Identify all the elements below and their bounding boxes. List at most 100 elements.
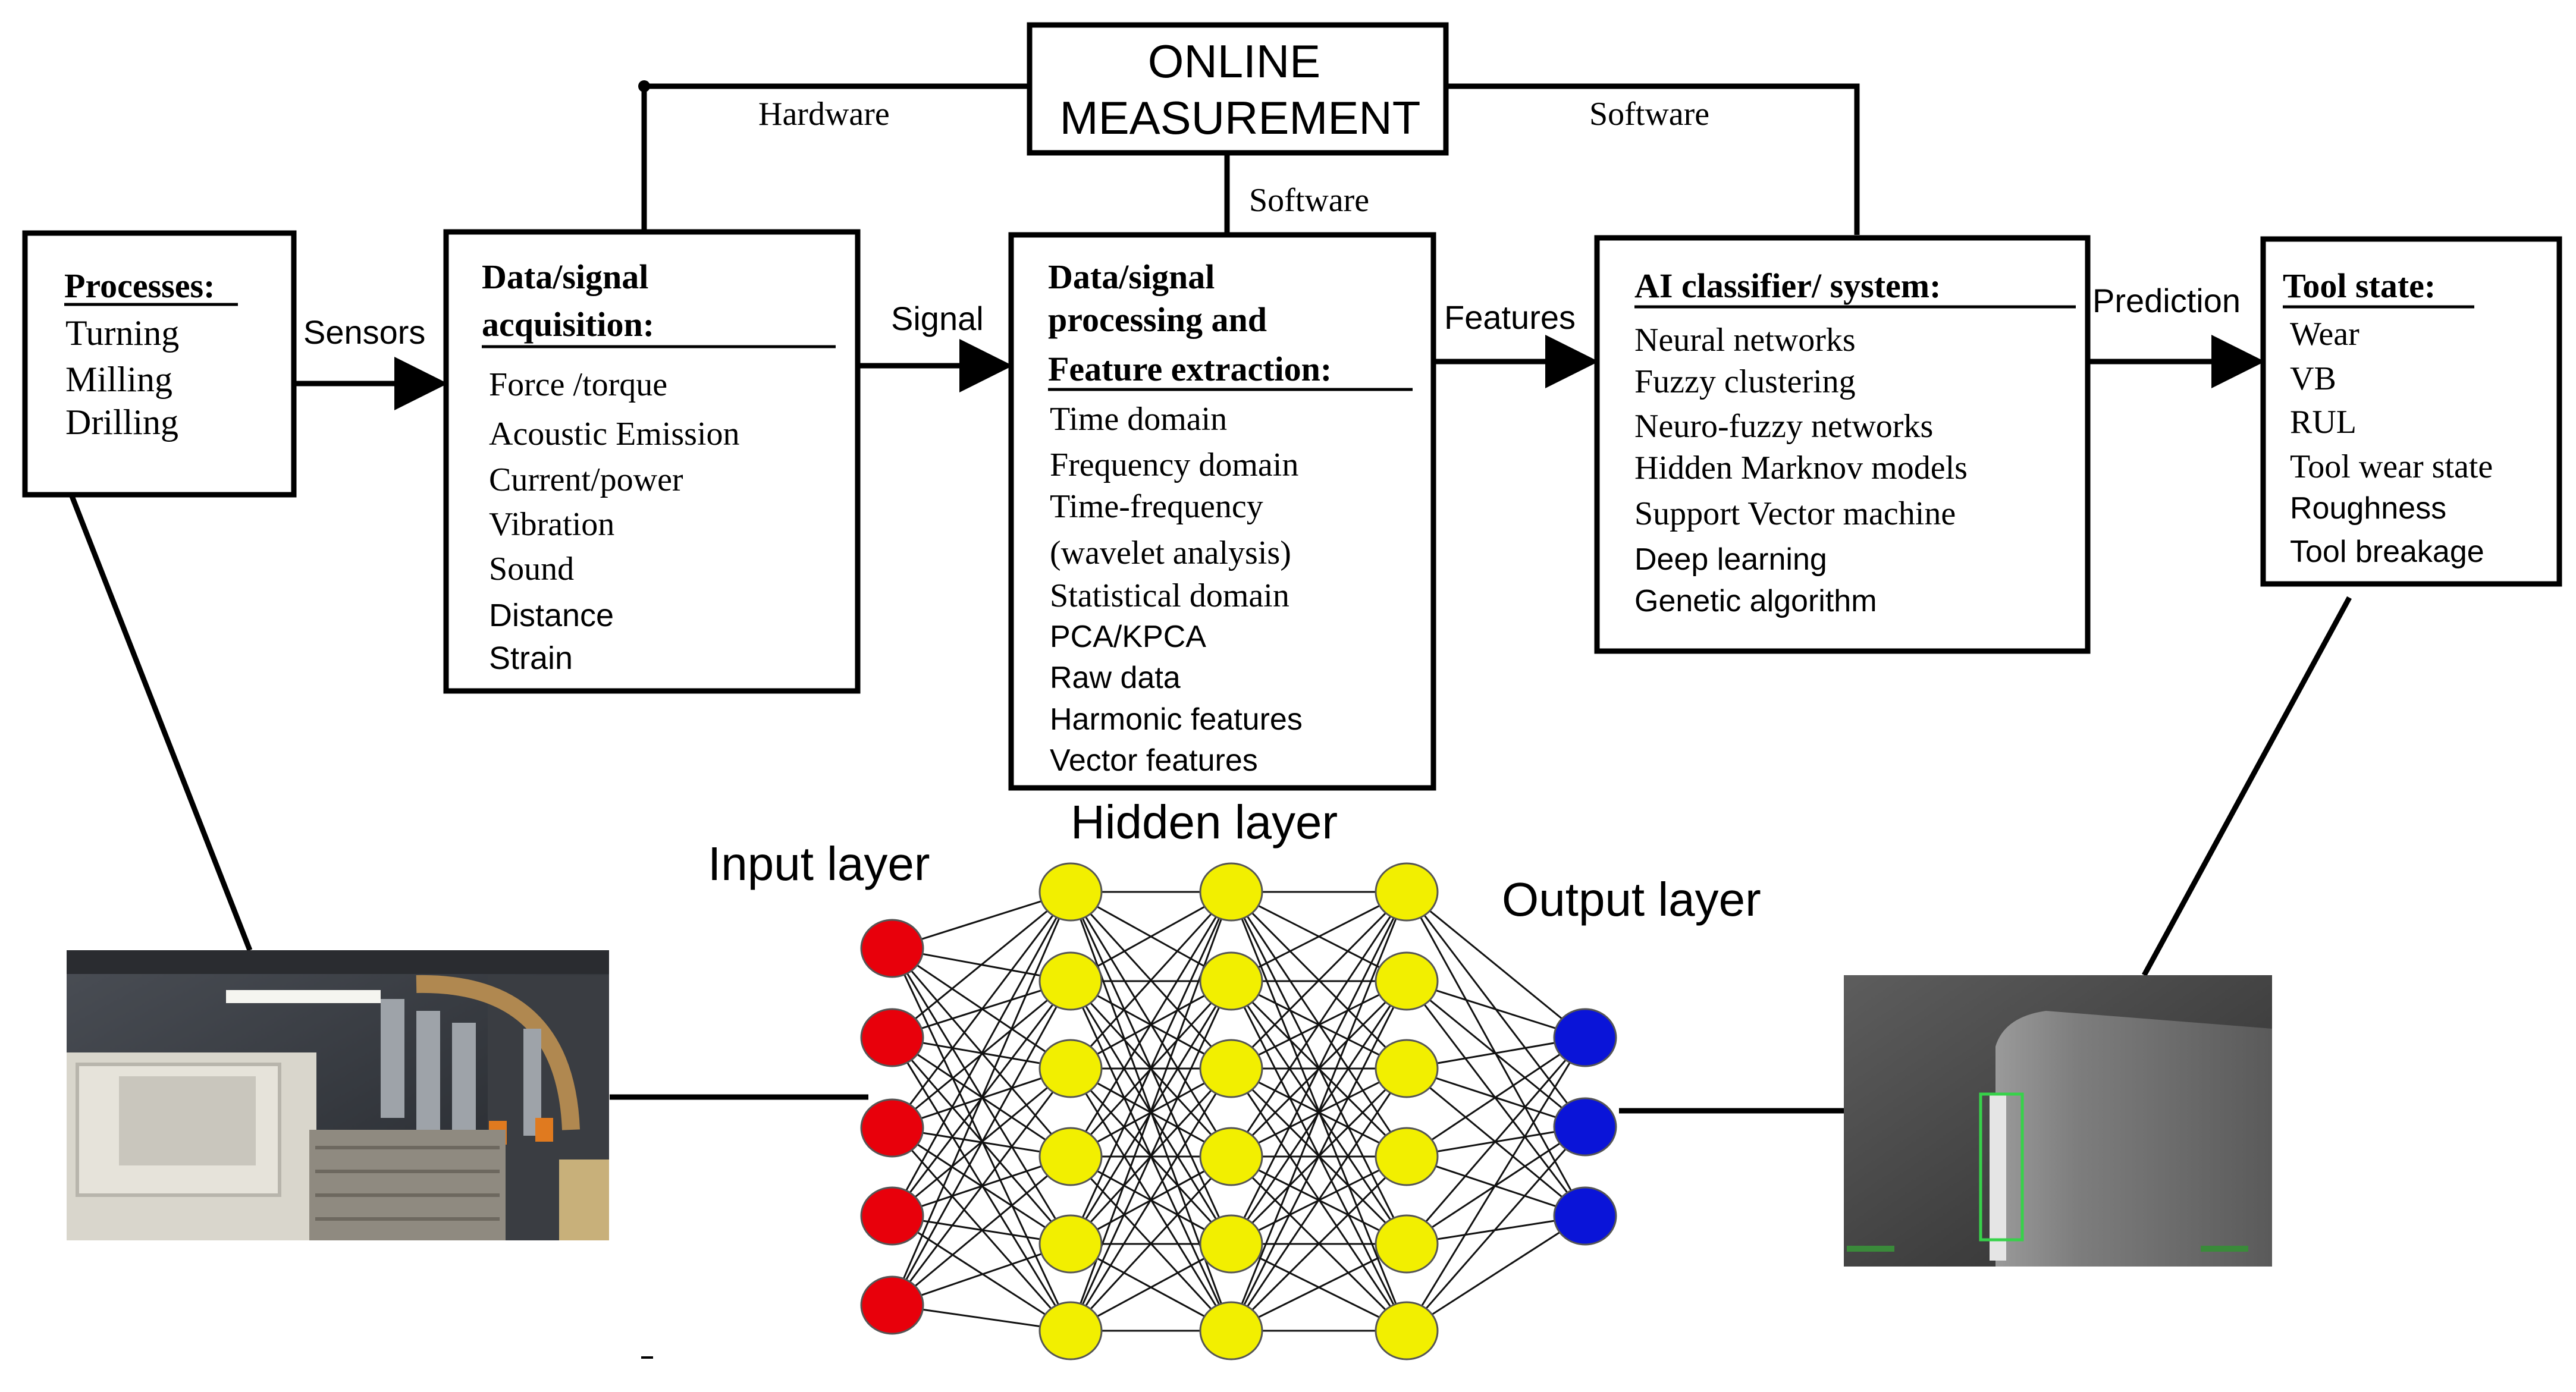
- classifier-item: Genetic algorithm: [1634, 584, 1877, 618]
- classifier-item: Neural networks: [1634, 322, 1856, 359]
- hidden-layer-label: Hidden layer: [1071, 796, 1338, 849]
- network-edge: [1406, 1036, 1586, 1158]
- processing-item: PCA/KPCA: [1050, 620, 1206, 654]
- software-label-right: Software: [1589, 96, 1709, 133]
- hardware-label: Hardware: [758, 96, 890, 133]
- processing-item: Time domain: [1050, 401, 1227, 438]
- acquisition-box: Data/signal acquisition: Force /torque A…: [443, 229, 861, 694]
- hidden-node: [1199, 1039, 1263, 1098]
- acquisition-item: Vibration: [489, 506, 614, 543]
- tool-photo: [1844, 975, 2272, 1267]
- hidden-node: [1199, 1214, 1263, 1274]
- classifier-box: AI classifier/ system: Neural networks F…: [1594, 235, 2091, 654]
- process-item: Drilling: [65, 403, 178, 442]
- tool-state-item: RUL: [2290, 404, 2357, 441]
- input-node: [860, 1275, 924, 1335]
- hidden-node: [1038, 1127, 1103, 1186]
- output-node: [1553, 1097, 1617, 1157]
- output-layer-label: Output layer: [1502, 873, 1761, 926]
- signal-label: Signal: [891, 300, 984, 337]
- hidden-node: [1199, 862, 1263, 922]
- network-edge: [1230, 981, 1408, 1331]
- network-edge: [1230, 891, 1408, 1070]
- tool-state-item: Tool breakage: [2290, 535, 2484, 569]
- classifier-item: Fuzzy clustering: [1634, 363, 1856, 400]
- hardware-junction-dot: [638, 80, 650, 92]
- processing-box: Data/signal processing and Feature extra…: [1008, 232, 1436, 791]
- processes-box: Processes: Turning Milling Drilling: [22, 230, 297, 498]
- hidden-node: [1375, 1301, 1439, 1360]
- processing-item: Time-frequency: [1050, 488, 1263, 525]
- network-edge: [1230, 1155, 1408, 1332]
- network-edge: [1406, 1215, 1586, 1332]
- tool-state-box: Tool state: Wear VB RUL Tool wear state …: [2260, 236, 2562, 587]
- network-edge: [1405, 1037, 1586, 1245]
- processing-title-line1: Data/signal: [1048, 257, 1215, 296]
- classifier-title: AI classifier/ system:: [1634, 266, 1941, 305]
- online-measurement-title-line1: ONLINE: [1148, 35, 1320, 87]
- machine-photo: [67, 950, 609, 1240]
- input-node: [860, 1186, 924, 1246]
- tool-state-item: Tool wear state: [2290, 448, 2493, 485]
- network-edge: [1405, 1126, 1586, 1331]
- network-edge: [891, 891, 1072, 1129]
- hidden-node: [1375, 1127, 1439, 1186]
- hidden-node: [1038, 1039, 1103, 1098]
- processing-title-line3: Feature extraction:: [1048, 350, 1332, 388]
- classifier-item: Neuro-fuzzy networks: [1634, 408, 1933, 445]
- network-edge: [1231, 891, 1407, 982]
- processing-item: (wavelet analysis): [1050, 535, 1291, 571]
- hidden-node: [1199, 1127, 1263, 1186]
- hidden-node: [1038, 1214, 1103, 1274]
- network-edge: [1069, 981, 1232, 1331]
- features-label: Features: [1444, 298, 1576, 336]
- acquisition-item: Sound: [489, 551, 574, 587]
- input-node: [860, 919, 924, 978]
- online-measurement-box: ONLINE MEASUREMENT: [1027, 22, 1449, 156]
- network-edge: [1069, 1068, 1232, 1331]
- processing-item: Statistical domain: [1050, 577, 1289, 614]
- output-node: [1553, 1186, 1617, 1246]
- hidden-node: [1199, 1301, 1263, 1360]
- processing-title-line2: processing and: [1048, 300, 1267, 339]
- acquisition-item: Distance: [489, 598, 614, 633]
- processing-item: Harmonic features: [1050, 702, 1303, 737]
- online-measurement-title-line2: MEASUREMENT: [1060, 92, 1421, 144]
- acquisition-item: Force /torque: [489, 366, 667, 403]
- process-item: Milling: [65, 360, 172, 399]
- network-edge: [1231, 1243, 1407, 1332]
- processing-item: Vector features: [1050, 743, 1258, 778]
- software-label-center: Software: [1249, 182, 1369, 219]
- network-edge: [891, 981, 1072, 1306]
- network-edge: [891, 1037, 1072, 1245]
- network-edge: [892, 891, 1071, 1039]
- network-edge: [1405, 1037, 1586, 1331]
- processes-title: Processes:: [64, 266, 215, 305]
- hidden-node: [1375, 1039, 1439, 1098]
- classifier-item: Hidden Marknov models: [1634, 450, 1968, 486]
- hidden-node: [1375, 1214, 1439, 1274]
- network-edge: [1406, 891, 1586, 1039]
- processing-item: Frequency domain: [1050, 447, 1298, 483]
- acquisition-item: Acoustic Emission: [489, 416, 740, 453]
- input-layer-label: Input layer: [708, 837, 930, 890]
- network-edge: [1230, 891, 1408, 1331]
- sensors-label: Sensors: [303, 313, 425, 351]
- tool-state-item: Roughness: [2290, 491, 2446, 526]
- network-edge: [891, 1037, 1072, 1331]
- network-edge: [1069, 891, 1232, 1245]
- network-edge: [1069, 891, 1232, 1070]
- tool-state-item: Wear: [2290, 316, 2359, 353]
- network-edge: [1230, 891, 1408, 1245]
- classifier-item: Support Vector machine: [1634, 495, 1956, 532]
- hidden-node: [1038, 951, 1103, 1011]
- photo-connectors: [68, 494, 2352, 1114]
- network-edge: [1069, 891, 1232, 1157]
- hidden-node: [1375, 862, 1439, 922]
- processing-item: Raw data: [1050, 661, 1181, 695]
- prediction-label: Prediction: [2092, 282, 2241, 319]
- hidden-node: [1199, 951, 1263, 1011]
- network-edge: [891, 891, 1072, 1306]
- acquisition-item: Current/power: [489, 461, 683, 498]
